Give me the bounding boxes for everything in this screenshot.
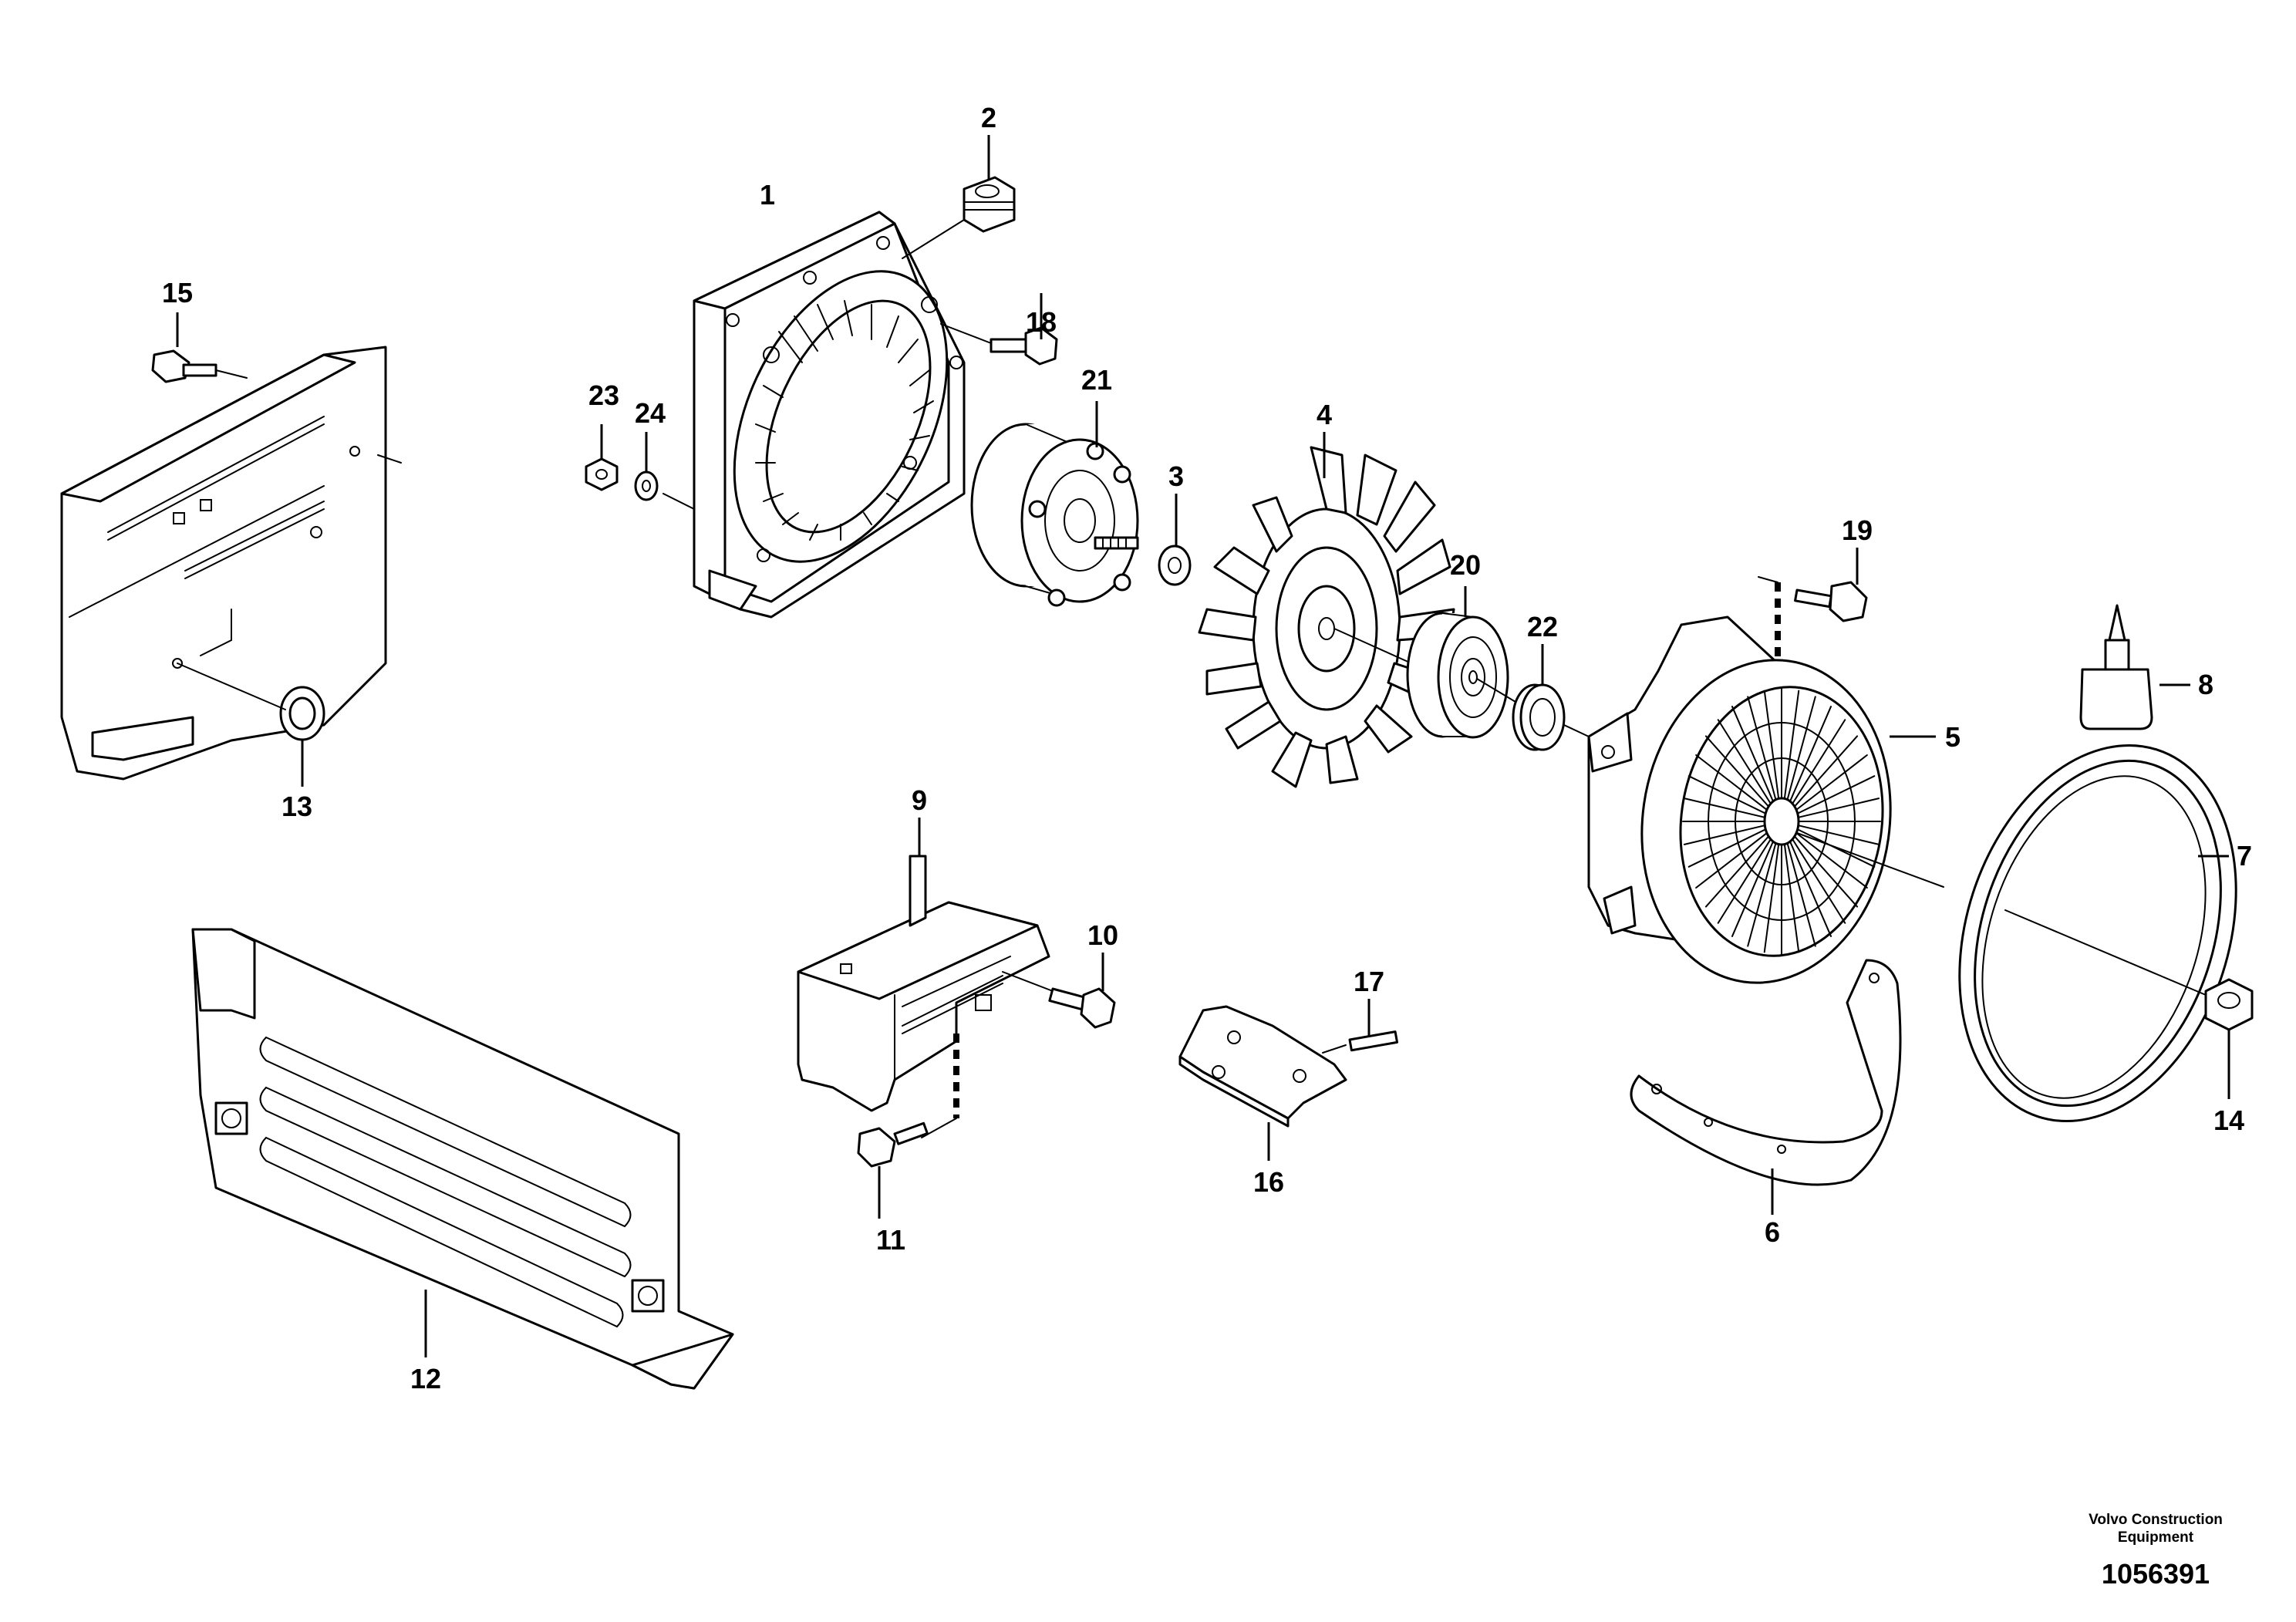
- grommet-13: [177, 663, 325, 787]
- callout-labels: 1 2 3 4 5 6 7 8 9 10 11 12 13 14 15 16 1…: [162, 102, 2252, 1394]
- bracket-9: [797, 818, 1050, 1112]
- mounting-strap-6: [1630, 959, 1902, 1215]
- fan-housing-5: [1587, 615, 1944, 984]
- callout-16: 16: [1253, 1166, 1284, 1198]
- fan-shroud-1: [663, 211, 966, 619]
- callout-24: 24: [635, 397, 666, 429]
- guard-spoke: [1731, 706, 1774, 803]
- guard-spoke: [1683, 798, 1766, 818]
- bolt-11: [857, 1034, 959, 1219]
- callout-20: 20: [1450, 549, 1481, 581]
- guard-spoke: [1717, 719, 1772, 805]
- guard-spoke: [1763, 690, 1780, 800]
- callout-5: 5: [1945, 721, 1961, 753]
- guard-spoke: [1783, 843, 1800, 953]
- callout-7: 7: [2237, 840, 2252, 872]
- callout-15: 15: [162, 277, 193, 309]
- guard-spoke: [1783, 690, 1800, 800]
- bearing-22: [1512, 644, 1590, 751]
- guard-spoke: [1792, 838, 1846, 924]
- guard-spoke: [1786, 842, 1816, 947]
- company-name-line1: Volvo Construction: [2089, 1512, 2223, 1528]
- guard-spoke: [1763, 843, 1780, 953]
- guard-spoke: [1793, 835, 1859, 908]
- washer-3: [1158, 494, 1192, 586]
- washer-24: [634, 432, 659, 501]
- guard-spoke: [1687, 775, 1767, 814]
- callout-21: 21: [1081, 364, 1112, 396]
- guard-spoke: [1687, 828, 1767, 868]
- callout-14: 14: [2213, 1104, 2244, 1136]
- guard-spoke: [1795, 754, 1868, 811]
- bolt-15: [151, 312, 248, 383]
- fan-impeller-4: [1198, 432, 1455, 788]
- guard-panel-12: [191, 928, 734, 1390]
- pulley-20: [1406, 586, 1516, 739]
- guard-spoke: [1789, 840, 1832, 937]
- bolt-10: [1002, 953, 1116, 1029]
- company-name-line2: Equipment: [2118, 1529, 2194, 1546]
- callout-17: 17: [1354, 966, 1384, 997]
- guard-spoke: [1704, 835, 1770, 908]
- document-number: 1056391: [2102, 1558, 2210, 1590]
- guard-spoke: [1793, 735, 1859, 808]
- callout-8: 8: [2198, 669, 2213, 700]
- pin-17: [1322, 999, 1399, 1054]
- nut-23: [585, 424, 619, 491]
- bracket-16: [1178, 1005, 1347, 1161]
- callout-10: 10: [1087, 919, 1118, 951]
- guard-spoke: [1695, 832, 1768, 889]
- sealant-tube-8: [2079, 604, 2190, 730]
- bracket-plate: [60, 346, 402, 781]
- callout-9: 9: [912, 784, 927, 816]
- callout-11: 11: [876, 1224, 905, 1256]
- callout-22: 22: [1527, 611, 1558, 642]
- guard-spoke: [1747, 842, 1777, 947]
- guard-spoke: [1731, 840, 1774, 937]
- bolt-19: [1758, 548, 1868, 663]
- guard-spoke: [1695, 754, 1768, 811]
- footer: Volvo Construction Equipment 1056391: [2089, 1512, 2223, 1590]
- callout-23: 23: [588, 379, 619, 411]
- guard-spoke: [1717, 838, 1772, 924]
- callout-12: 12: [410, 1363, 441, 1394]
- guard-spoke: [1795, 832, 1868, 889]
- motor-21: [970, 401, 1139, 607]
- callout-19: 19: [1842, 514, 1873, 546]
- shroud-ring-7: [1958, 744, 2237, 1122]
- callout-3: 3: [1168, 460, 1184, 492]
- guard-spoke: [1796, 775, 1876, 814]
- callout-1: 1: [760, 179, 775, 211]
- callout-4: 4: [1317, 399, 1332, 430]
- callout-18: 18: [1026, 306, 1057, 338]
- guard-spoke: [1797, 798, 1880, 818]
- guard-spoke: [1704, 735, 1770, 808]
- grommet-2: [902, 135, 1016, 259]
- guard-spoke: [1797, 824, 1880, 845]
- guard-spoke: [1792, 719, 1846, 805]
- guard-spoke: [1747, 696, 1777, 801]
- callout-6: 6: [1765, 1216, 1780, 1248]
- guard-spoke: [1683, 824, 1766, 845]
- nut-14: [2204, 978, 2254, 1099]
- callout-13: 13: [282, 791, 312, 822]
- guard-spoke: [1786, 696, 1816, 801]
- bolt-18: [940, 293, 1058, 366]
- guard-spoke: [1789, 706, 1832, 803]
- callout-2: 2: [981, 102, 996, 133]
